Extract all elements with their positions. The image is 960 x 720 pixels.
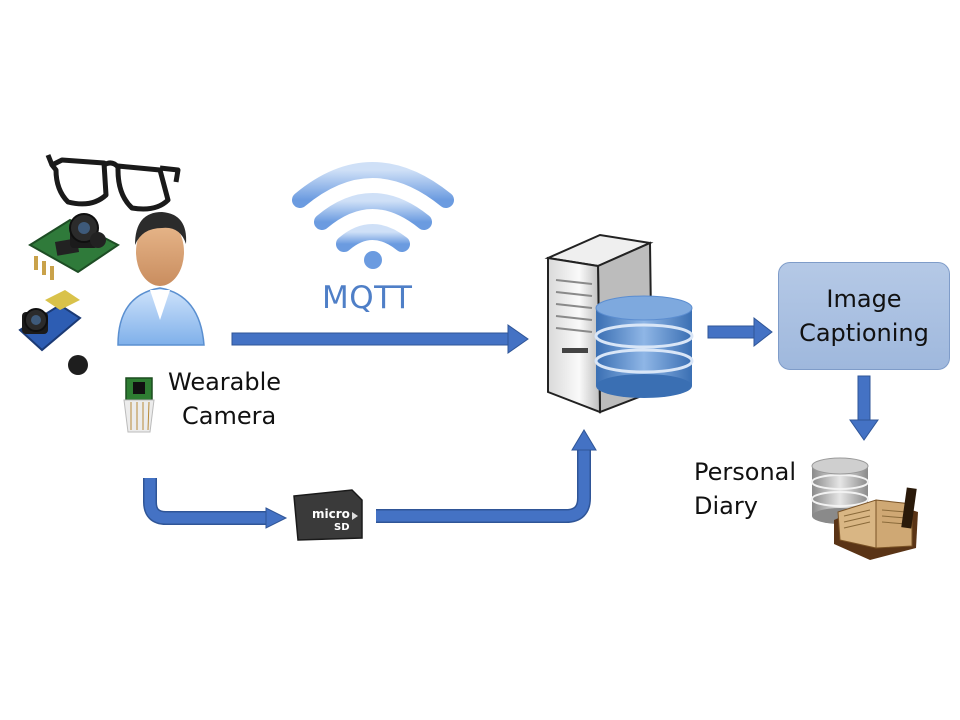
user-avatar-icon: [117, 212, 205, 346]
image-captioning-box: Image Captioning: [778, 262, 950, 370]
microsd-card-icon: micro SD: [293, 489, 363, 541]
mqtt-label: MQTT: [322, 280, 413, 316]
image-captioning-line2: Captioning: [799, 319, 929, 347]
arrow-to-captioning: [707, 316, 773, 348]
book-icon: [834, 487, 918, 560]
arrow-to-microsd: [143, 478, 288, 529]
pi-camera-icon: [123, 377, 155, 433]
personal-diary-label: Personal Diary: [694, 455, 796, 523]
wearable-camera-label-line1: Wearable: [168, 368, 282, 396]
personal-diary-line2: Diary: [694, 492, 758, 520]
glasses-icon: [45, 154, 181, 212]
microsd-text: micro: [312, 507, 350, 521]
wifi-icon: [292, 162, 454, 269]
arrow-to-diary: [849, 375, 879, 441]
personal-diary-line1: Personal: [694, 458, 797, 486]
arrow-microsd-to-server: [376, 429, 597, 523]
camera-module-icon: [18, 290, 88, 375]
image-captioning-line1: Image: [826, 285, 902, 313]
arrow-mqtt: [231, 324, 529, 354]
wearable-camera-label: Wearable Camera: [168, 365, 281, 433]
wearable-camera-label-line2: Camera: [182, 402, 277, 430]
microsd-sd-text: SD: [334, 522, 350, 533]
camera-module-icon: [28, 213, 120, 280]
database-icon: [594, 295, 694, 398]
